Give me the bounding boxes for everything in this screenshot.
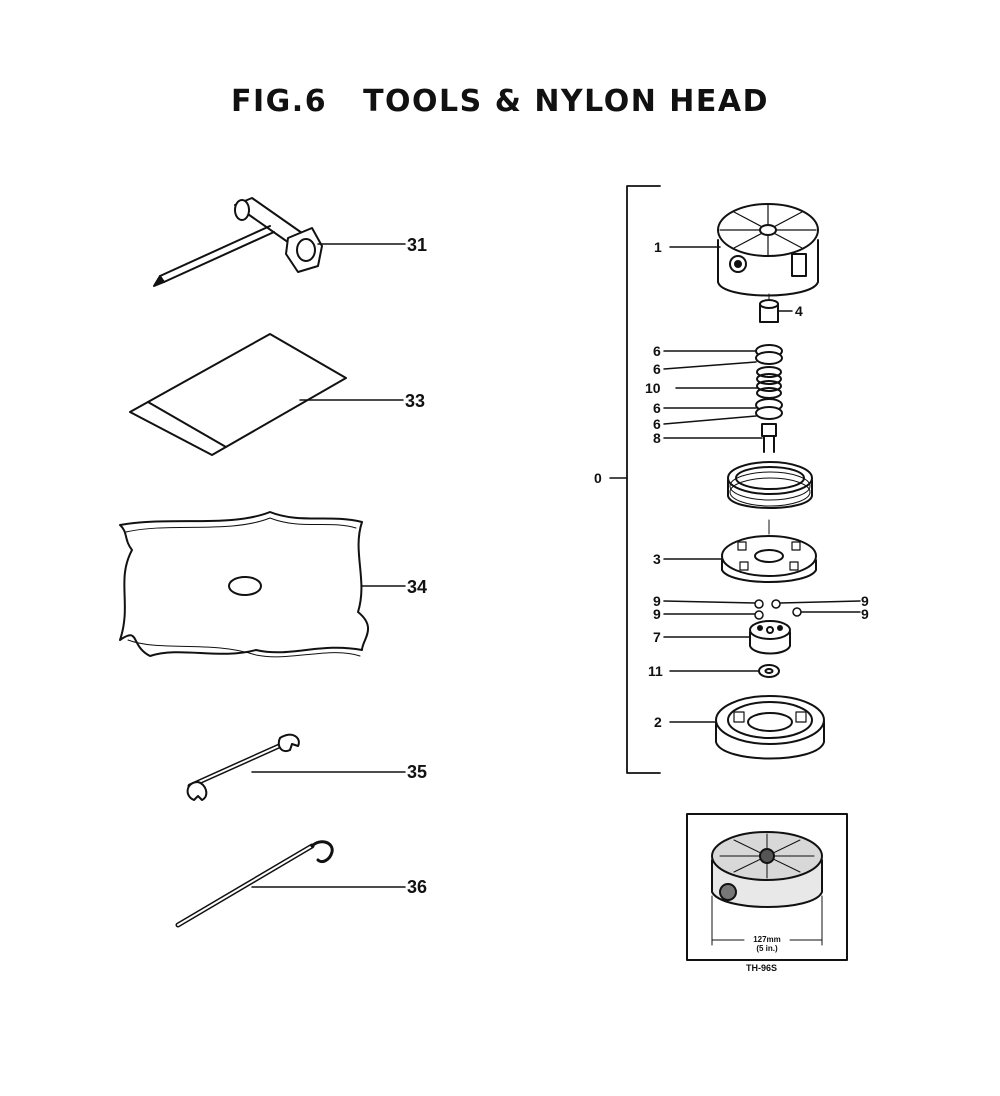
inset-photo [686,813,848,961]
tool-bag-drawing [129,333,404,456]
callout-34: 34 [407,577,428,597]
plug-wrench-drawing [153,197,406,287]
inset-dimension-mm: 127mm [753,935,781,944]
callout-9c: 9 [861,593,869,609]
callout-31: 31 [407,235,428,255]
callout-9b: 9 [653,606,661,622]
bolt-drawing [663,423,777,453]
callout-4: 4 [795,303,803,319]
washer-spring-stack [663,344,783,425]
brush-blade-drawing [119,511,406,658]
callout-3: 3 [653,551,661,567]
callout-6d: 6 [653,416,661,432]
figure-title: FIG.6 TOOLS & NYLON HEAD [0,84,1000,119]
wrench-drawing [186,733,406,801]
inset-dimension: 127mm (5 in.) [744,935,790,953]
hook-tool-drawing [175,840,406,928]
callout-0: 0 [594,470,602,486]
callout-6b: 6 [653,361,661,377]
callout-9d: 9 [861,606,869,622]
inset-model-label: TH-96S [746,963,778,973]
small-washer-drawing [669,664,780,678]
callout-10: 10 [645,380,661,396]
head-cover-drawing [669,203,819,297]
callout-35: 35 [407,762,428,782]
callout-6c: 6 [653,400,661,416]
figure-number: FIG.6 [231,84,328,119]
callout-1: 1 [654,239,662,255]
reel-drawing [663,519,817,583]
callout-6a: 6 [653,343,661,359]
callout-9a: 9 [653,593,661,609]
hub-drawing [663,620,791,655]
nut-drawing [759,293,793,323]
inset-dimension-in: (5 in.) [756,944,778,953]
head-base-drawing [669,695,825,760]
callout-36: 36 [407,877,428,897]
callout-11: 11 [648,663,663,679]
callout-2: 2 [654,714,662,730]
callout-33: 33 [405,391,426,411]
callout-8: 8 [653,430,661,446]
assembly-bracket [609,185,661,774]
callout-7: 7 [653,629,661,645]
ball-set [663,599,861,620]
line-spool-drawing [727,461,813,509]
figure-caption: TOOLS & NYLON HEAD [363,84,769,119]
